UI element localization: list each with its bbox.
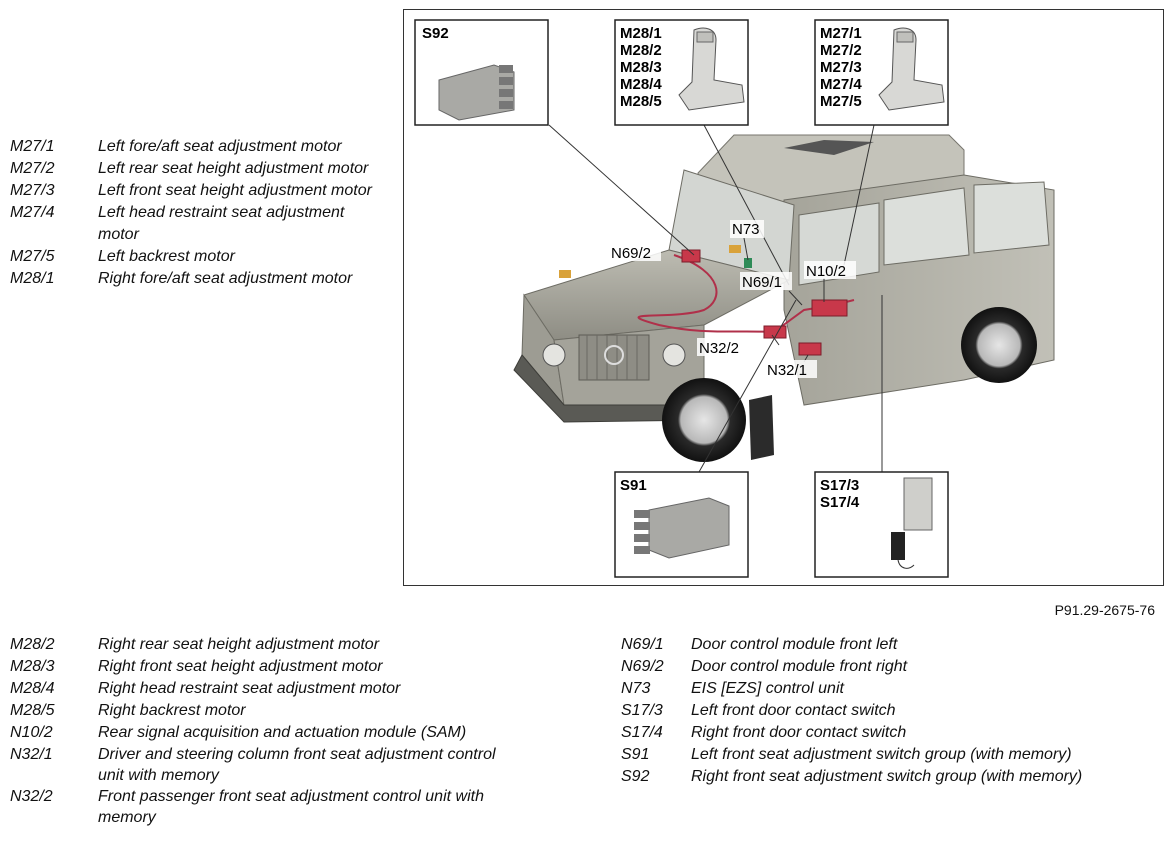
legend-desc: Right front door contact switch: [691, 724, 907, 741]
legend-code: M27/1: [10, 138, 55, 155]
legend-row: M28/3 Right front seat height adjustment …: [10, 656, 518, 678]
legend-code: S91: [621, 746, 650, 763]
legend-row: N73 EIS [EZS] control unit: [621, 678, 1161, 700]
legend-desc: Left front door contact switch: [691, 702, 896, 719]
legend-row: M27/2 Left rear seat height adjustment mo…: [10, 158, 373, 180]
legend-desc: Door control module front right: [691, 658, 908, 675]
legend-code: N69/2: [621, 658, 664, 675]
legend-code: S17/4: [621, 724, 663, 741]
legend-desc: Driver and steering column front seat ad…: [98, 746, 496, 784]
legend-desc: Left fore/aft seat adjustment motor: [98, 138, 342, 155]
callout-label: M27/4: [820, 76, 862, 93]
callout-box-s92: S92: [414, 19, 549, 126]
legend-desc: Right backrest motor: [98, 702, 246, 719]
legend-desc: Right front seat height adjustment motor: [98, 658, 383, 675]
legend-row: M27/4 Left head restraint seat adjustment…: [10, 202, 373, 246]
legend-row: S91 Left front seat adjustment switch gro…: [621, 744, 1161, 766]
callout-label: M27/2: [820, 42, 862, 59]
legend-row: M28/1 Right fore/aft seat adjustment moto…: [10, 268, 373, 290]
legend-desc: Right head restraint seat adjustment mot…: [98, 680, 401, 697]
legend-row: N10/2 Rear signal acquisition and actuati…: [10, 722, 518, 744]
vehicle-diagram: S92 M28/1 M28/2 M28/3 M28/4 M28/5: [403, 9, 1164, 586]
legend-code: N32/1: [10, 746, 53, 763]
legend-desc: Left backrest motor: [98, 248, 235, 265]
legend-code: M27/2: [10, 160, 55, 177]
legend-row: M27/1 Left fore/aft seat adjustment motor: [10, 136, 373, 158]
legend-row: N69/2 Door control module front right: [621, 656, 1161, 678]
seat-icon: [878, 27, 945, 111]
legend-code: M28/2: [10, 636, 55, 653]
callout-box-m28: M28/1 M28/2 M28/3 M28/4 M28/5: [614, 19, 749, 126]
legend-row: N69/1 Door control module front left: [621, 634, 1161, 656]
switch-group-icon: [634, 497, 730, 559]
legend-desc: Left front seat adjustment switch group …: [691, 746, 1072, 763]
legend-row: S92 Right front seat adjustment switch gr…: [621, 766, 1161, 788]
marker-n10-2: N10/2: [806, 263, 846, 280]
figure-id: P91.29-2675-76: [1054, 602, 1155, 618]
legend-bottom-left: M28/2 Right rear seat height adjustment m…: [10, 634, 518, 828]
legend-bottom-right: N69/1 Door control module front left N69/…: [621, 634, 1161, 788]
legend-desc: Left head restraint seat adjustment moto…: [98, 204, 345, 243]
callout-box-m27: M27/1 M27/2 M27/3 M27/4 M27/5: [814, 19, 949, 126]
legend-code: S92: [621, 768, 650, 785]
door-contact-switch-icon: [891, 477, 933, 569]
legend-desc: EIS [EZS] control unit: [691, 680, 844, 697]
legend-row: M28/2 Right rear seat height adjustment m…: [10, 634, 518, 656]
callout-label: M28/5: [620, 93, 662, 110]
legend-code: M27/4: [10, 204, 55, 221]
callout-label: M27/3: [820, 59, 862, 76]
seat-icon: [678, 27, 745, 111]
marker-n69-1: N69/1: [742, 274, 782, 291]
legend-code: M28/5: [10, 702, 55, 719]
marker-n69-2: N69/2: [611, 245, 651, 262]
legend-row: M28/5 Right backrest motor: [10, 700, 518, 722]
callout-label-s91: S91: [620, 477, 647, 494]
callout-label: M28/3: [620, 59, 662, 76]
switch-group-icon: [438, 64, 515, 121]
legend-code: N10/2: [10, 724, 53, 741]
marker-n73: N73: [732, 221, 760, 238]
callout-label: M28/1: [620, 25, 662, 42]
callout-label: M27/1: [820, 25, 862, 42]
vehicle-illustration: S92 M28/1 M28/2 M28/3 M28/4 M28/5: [414, 19, 1055, 578]
legend-desc: Right front seat adjustment switch group…: [691, 768, 1083, 785]
vehicle-body: [513, 134, 1055, 462]
callout-box-s17: S17/3 S17/4: [814, 471, 949, 578]
legend-row: M28/4 Right head restraint seat adjustmen…: [10, 678, 518, 700]
legend-desc: Left front seat height adjustment motor: [98, 182, 372, 199]
legend-desc: Rear signal acquisition and actuation mo…: [98, 724, 467, 741]
legend-code: M28/1: [10, 270, 55, 287]
legend-row: S17/4 Right front door contact switch: [621, 722, 1161, 744]
legend-code: S17/3: [621, 702, 663, 719]
legend-code: M28/3: [10, 658, 55, 675]
legend-desc: Front passenger front seat adjustment co…: [98, 788, 484, 826]
legend-code: N69/1: [621, 636, 664, 653]
legend-row: N32/1 Driver and steering column front se…: [10, 744, 518, 786]
legend-row: M27/3 Left front seat height adjustment m…: [10, 180, 373, 202]
callout-label: M28/4: [620, 76, 662, 93]
component-markers: N73 N69/2 N69/1 N10/2 N32/2 N32/1: [609, 220, 856, 379]
legend-desc: Door control module front left: [691, 636, 898, 653]
marker-n32-1: N32/1: [767, 362, 807, 379]
callout-box-s91: S91: [614, 471, 749, 578]
callout-label: M28/2: [620, 42, 662, 59]
legend-code: N32/2: [10, 788, 53, 805]
legend-desc: Right fore/aft seat adjustment motor: [98, 270, 353, 287]
legend-code: M27/5: [10, 248, 55, 265]
legend-left: M27/1 Left fore/aft seat adjustment motor…: [10, 136, 373, 290]
legend-code: M27/3: [10, 182, 55, 199]
callout-label: S17/3: [820, 477, 859, 494]
legend-code: M28/4: [10, 680, 55, 697]
legend-row: M27/5 Left backrest motor: [10, 246, 373, 268]
callout-label: M27/5: [820, 93, 862, 110]
legend-row: N32/2 Front passenger front seat adjustme…: [10, 786, 518, 828]
callout-label: S17/4: [820, 494, 860, 511]
legend-code: N73: [621, 680, 651, 697]
leader-lines: [548, 124, 883, 473]
legend-desc: Left rear seat height adjustment motor: [98, 160, 369, 177]
legend-desc: Right rear seat height adjustment motor: [98, 636, 380, 653]
callout-label-s92: S92: [422, 25, 449, 42]
legend-row: S17/3 Left front door contact switch: [621, 700, 1161, 722]
marker-n32-2: N32/2: [699, 340, 739, 357]
